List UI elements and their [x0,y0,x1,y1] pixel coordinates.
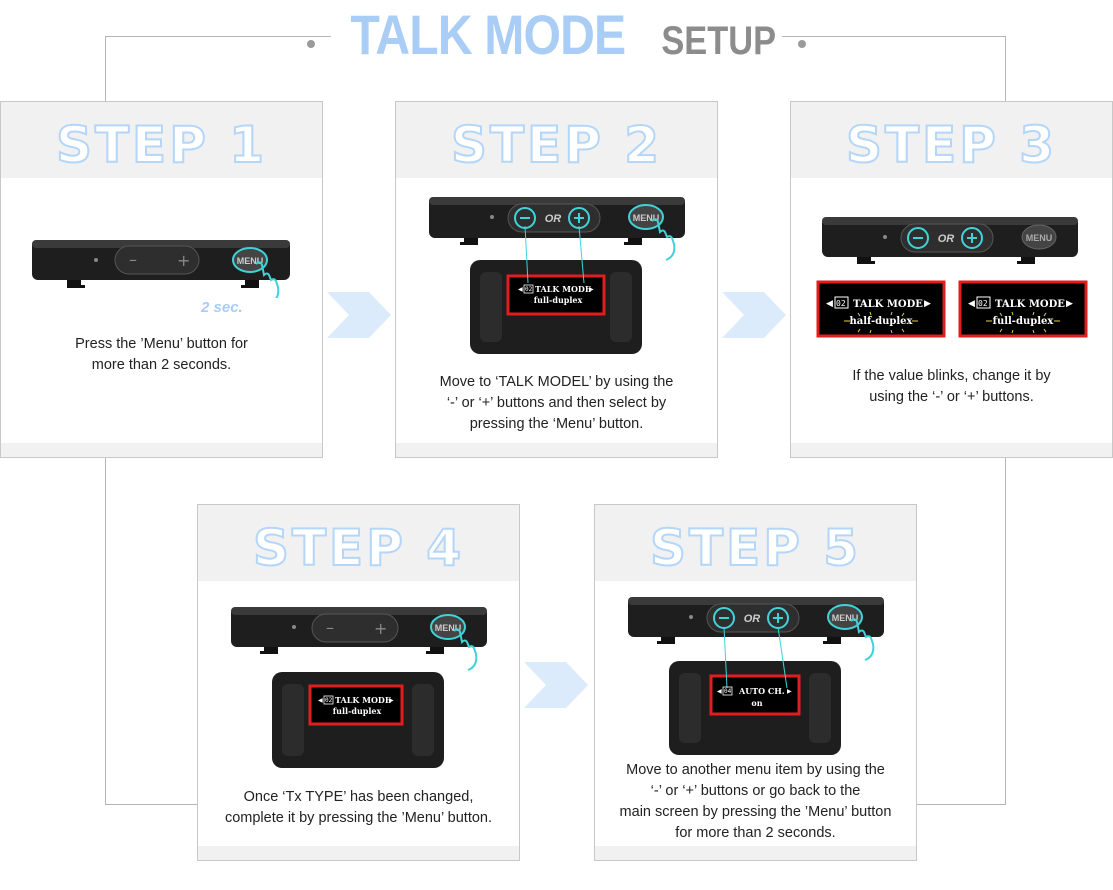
svg-text:◀: ◀ [968,298,975,308]
svg-text:MENU: MENU [832,613,859,623]
svg-text:MENU: MENU [1026,233,1053,243]
connector-bottom-right [917,457,1006,805]
svg-text:02: 02 [836,299,846,308]
chevron-right-icon [722,292,786,338]
svg-text:02: 02 [978,299,988,308]
svg-text:MENU: MENU [237,256,264,266]
svg-text:full-duplex: full-duplex [534,295,583,305]
svg-text:02: 02 [525,286,533,293]
svg-text:04: 04 [724,688,732,695]
step-5-description: Move to another menu item by using the ‘… [619,762,892,841]
connector-top-right [782,36,1006,103]
step-4-description: Once ‘Tx TYPE’ has been changed, complet… [224,789,493,826]
svg-text:OR: OR [744,613,761,625]
title-dot-right [797,39,806,48]
step-2-label: STEP 2 [450,115,663,175]
step-5-panel: STEP 5 OR MENU ◀ 04 AUTO CH. ▶ on Move t… [594,504,917,861]
step-4-label: STEP 4 [252,518,465,578]
svg-text:▶: ▶ [924,298,931,308]
svg-text:◀: ◀ [318,698,323,704]
svg-text:▶: ▶ [787,689,792,695]
svg-text:OR: OR [938,233,955,245]
transmitter-device: – + MENU [32,240,290,298]
transmitter-device: OR MENU ◀ 02 TALK MODE ▶ full-duplex [429,197,685,354]
svg-text:◀: ◀ [826,298,833,308]
svg-text:half-duplex: half-duplex [849,316,913,327]
svg-text:full-duplex: full-duplex [993,316,1055,327]
title-main: TALK MODE [350,3,626,66]
step-1-label: STEP 1 [55,115,268,175]
step-3-label: STEP 3 [845,115,1058,175]
transmitter-device: – + MENU ◀ 02 TALK MODE ▶ full-duplex [231,607,487,768]
step-3-panel: STEP 3 OR MENU ◀ 02 TALK MODE ▶ half-dup… [790,101,1113,458]
plus-icon: + [374,619,387,638]
step-1-description: Press the ’Menu’ button for more than 2 … [75,336,248,373]
svg-text:▶: ▶ [389,698,394,704]
chevron-right-icon [524,662,588,708]
press-time-label: 2 sec. [201,299,243,316]
step-5-label: STEP 5 [649,518,862,578]
svg-text:▶: ▶ [1066,298,1073,308]
page-title: TALK MODE SETUP [0,2,1113,66]
step-2-panel: STEP 2 OR MENU ◀ 02 TALK MODE ▶ full-dup… [395,101,718,458]
svg-text:MENU: MENU [435,623,462,633]
svg-text:TALK MODE: TALK MODE [535,284,591,294]
plus-icon: + [177,251,190,270]
transmitter-device: OR MENU [822,217,1078,264]
step-4-panel: STEP 4 – + MENU ◀ 02 TALK MODE ▶ full-du… [197,504,520,861]
svg-text:TALK MODE: TALK MODE [853,299,923,310]
svg-text:AUTO CH.: AUTO CH. [738,686,785,696]
minus-icon: – [129,250,137,269]
connector-bottom-left [105,457,198,805]
step-1-panel: STEP 1 – + MENU 2 sec. Press the ’Menu’ … [0,101,323,458]
svg-text:OR: OR [545,213,562,225]
step-3-description: If the value blinks, change it by using … [852,368,1051,405]
title-dot-left [307,39,316,48]
transmitter-device: OR MENU ◀ 04 AUTO CH. ▶ on [628,597,884,755]
step-2-description: Move to ‘TALK MODEL’ by using the ‘-’ or… [439,374,674,432]
svg-text:TALK MODE: TALK MODE [335,695,391,705]
display-screen-full-duplex: ◀ 02 TALK MODE ▶ full-duplex [958,280,1088,338]
display-screen-half-duplex: ◀ 02 TALK MODE ▶ half-duplex [816,280,946,338]
svg-text:◀: ◀ [717,689,722,695]
svg-text:▶: ▶ [589,287,594,293]
minus-icon: – [326,618,334,637]
title-sub: SETUP [661,19,776,63]
svg-text:on: on [751,698,762,708]
svg-text:MENU: MENU [633,213,660,223]
svg-text:◀: ◀ [518,287,523,293]
svg-text:full-duplex: full-duplex [333,706,382,716]
chevron-right-icon [327,292,391,338]
svg-text:TALK MODE: TALK MODE [995,299,1065,310]
connector-top-left [105,36,331,103]
svg-text:02: 02 [325,697,333,704]
